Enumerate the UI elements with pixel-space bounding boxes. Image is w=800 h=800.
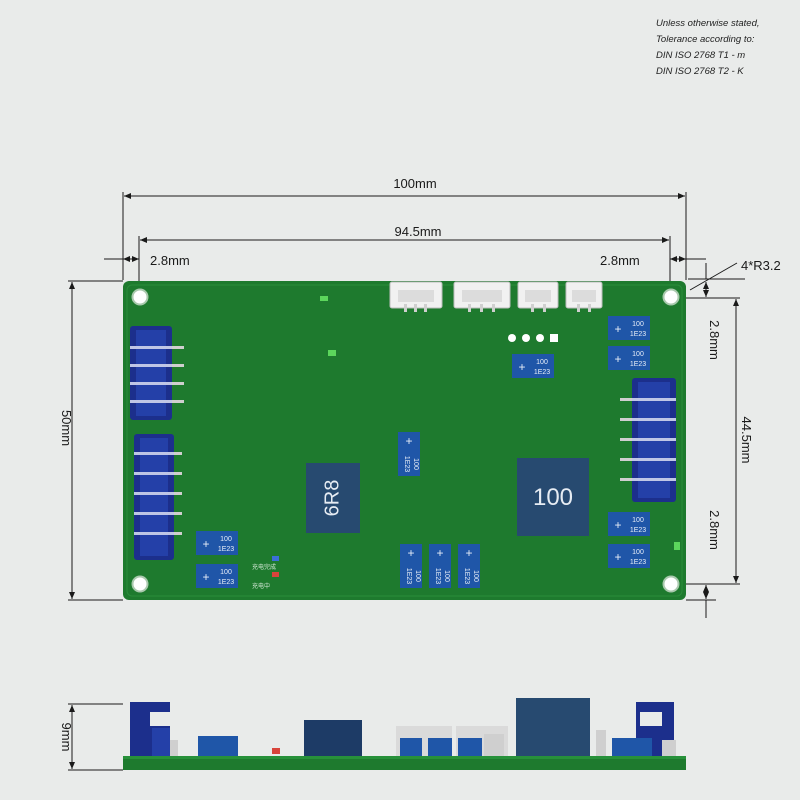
mounting-hole-top-right — [662, 288, 680, 306]
inductor-6r8-label: 6R8 — [321, 480, 343, 517]
left-connector-bottom — [134, 434, 182, 560]
capacitor-value: 100 — [632, 351, 644, 358]
side-inductor-100 — [516, 698, 590, 756]
mounting-holes — [131, 288, 680, 593]
side-led — [272, 748, 280, 754]
capacitor-value: 100 — [632, 549, 644, 556]
capacitor-code: 1E23 — [218, 579, 234, 586]
connector-jst-4 — [565, 281, 603, 312]
connector-jst-2 — [453, 281, 511, 312]
capacitor-polarity: + — [518, 360, 525, 374]
capacitor-polarity: + — [202, 537, 209, 551]
dim-hole-spacing-x: 94.5mm — [395, 224, 442, 239]
capacitor-code: 1E23 — [630, 559, 646, 566]
capacitor-polarity: + — [614, 352, 621, 366]
top-connectors — [389, 281, 603, 312]
inductor-100: 100 — [517, 458, 589, 536]
capacitor: +100 1E23 — [608, 544, 650, 568]
capacitor-code: 1E23 — [218, 546, 234, 553]
pcb-side-view — [123, 698, 686, 770]
capacitor-value: 100 — [632, 517, 644, 524]
smd-part — [320, 296, 328, 301]
dim-overall-height: 50mm — [59, 410, 74, 446]
capacitor-polarity: + — [202, 570, 209, 584]
capacitor-value: 100 — [414, 570, 421, 582]
right-connector — [620, 378, 676, 502]
smd-part — [328, 350, 336, 356]
capacitor-value: 100 — [220, 569, 232, 576]
tolerance-note-line-4: DIN ISO 2768 T2 - K — [656, 66, 744, 77]
capacitor-code: 1E23 — [403, 456, 410, 472]
capacitor: +100 1E23 — [196, 531, 238, 555]
capacitor-code: 1E23 — [630, 331, 646, 338]
tolerance-note-line-2: Tolerance according to: — [656, 34, 755, 45]
side-white-connectors — [396, 726, 508, 756]
dim-offset-right: 2.8mm — [600, 253, 640, 268]
side-right-connector — [612, 702, 676, 756]
led-blue — [272, 556, 279, 561]
test-pads — [508, 334, 558, 342]
dim-hole-radius: 4*R3.2 — [741, 258, 781, 273]
capacitor-polarity: + — [407, 546, 414, 560]
dim-overall-width: 100mm — [393, 176, 436, 191]
capacitor-value: 100 — [443, 570, 450, 582]
capacitor-polarity: + — [614, 322, 621, 336]
status-leds: 充电完成 充电中 — [252, 556, 279, 590]
capacitor-value: 100 — [536, 359, 548, 366]
dim-offset-left: 2.8mm — [150, 253, 190, 268]
capacitor-code: 1E23 — [534, 369, 550, 376]
dim-offset-bottom: 2.8mm — [707, 510, 722, 550]
capacitor-code: 1E23 — [405, 568, 412, 584]
capacitor-value: 100 — [472, 570, 479, 582]
side-inductor-6r8 — [304, 720, 362, 756]
led-label-charging: 充电中 — [252, 582, 270, 590]
dim-board-thickness: 9mm — [59, 723, 74, 752]
capacitor-value: 100 — [632, 321, 644, 328]
dim-offset-top: 2.8mm — [707, 320, 722, 360]
connector-jst-3 — [517, 281, 559, 312]
capacitor-code: 1E23 — [630, 361, 646, 368]
tolerance-note-line-3: DIN ISO 2768 T1 - m — [656, 50, 746, 61]
side-capacitor — [198, 736, 238, 756]
capacitor-value: 100 — [412, 458, 419, 470]
capacitor: +100 1E23 — [608, 346, 650, 370]
inductor-6r8: 6R8 — [306, 463, 360, 533]
mounting-hole-bottom-right — [662, 575, 680, 593]
tolerance-note: Unless otherwise stated, Tolerance accor… — [656, 16, 760, 80]
capacitor-polarity: + — [614, 518, 621, 532]
left-connector-top — [130, 326, 184, 420]
capacitor-polarity: + — [436, 546, 443, 560]
tolerance-note-line-1: Unless otherwise stated, — [656, 18, 760, 29]
inductor-100-label: 100 — [533, 484, 573, 511]
capacitor-value: 100 — [220, 536, 232, 543]
capacitors-horizontal: +1001E23+1001E23+1001E23+1001E23+1001E23… — [196, 316, 650, 588]
capacitor: +100 1E23 — [608, 316, 650, 340]
side-left-connector — [130, 702, 178, 756]
capacitor-code: 1E23 — [630, 527, 646, 534]
capacitor: +100 1E23 — [512, 354, 554, 378]
mounting-hole-top-left — [131, 288, 149, 306]
capacitor: +100 1E23 — [196, 564, 238, 588]
capacitor-code: 1E23 — [434, 568, 441, 584]
capacitor-code: 1E23 — [463, 568, 470, 584]
capacitor-polarity: + — [405, 434, 412, 448]
capacitor-polarity: + — [614, 550, 621, 564]
pcb-top-view: 6R8 100 +1001E23+1001E23+1001E23+1001E23… — [123, 281, 686, 600]
smd-part — [674, 542, 680, 550]
led-label-charge-complete: 充电完成 — [252, 563, 276, 571]
capacitor: +100 1E23 — [608, 512, 650, 536]
pcb-side-board — [123, 758, 686, 770]
connector-jst-1 — [389, 281, 443, 312]
led-red — [272, 572, 279, 577]
mounting-hole-bottom-left — [131, 575, 149, 593]
dim-hole-spacing-y: 44.5mm — [739, 417, 754, 464]
capacitor-polarity: + — [465, 546, 472, 560]
